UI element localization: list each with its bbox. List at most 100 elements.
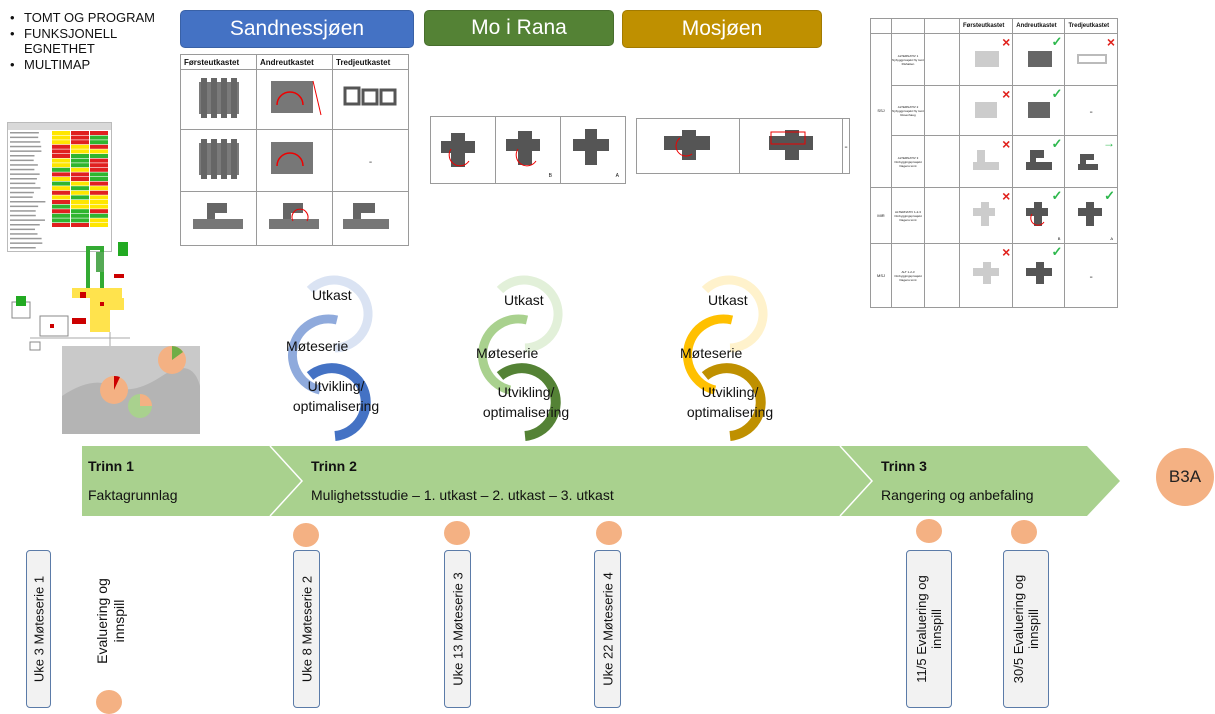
milestone-label: 30/5 Evaluering og innspill	[1011, 574, 1041, 684]
draft-cell-empty: -	[1064, 85, 1118, 136]
check-icon: ✓	[1051, 244, 1063, 259]
arrow-right-icon: →	[1103, 136, 1115, 150]
milestone-label: Uke 3 Møteserie 1	[31, 575, 46, 683]
site-header-mo-i-rana: Mo i Rana	[424, 10, 614, 46]
milestone-box: Uke 13 Møteserie 3	[444, 550, 471, 708]
draft-cell	[332, 191, 409, 246]
cycle-diagram-gold	[683, 275, 768, 441]
group-label: SSJ	[870, 33, 892, 188]
cross-icon: ×	[1002, 244, 1011, 260]
cycle-label-draft: Utkast	[708, 292, 748, 308]
mosjoen-draft-table: -	[635, 118, 850, 174]
site-header-sandnessjoen: Sandnessjøen	[180, 10, 414, 48]
blank-cell	[924, 135, 960, 188]
milestone-dot	[1011, 520, 1037, 544]
draft-cell	[256, 69, 333, 130]
col-header-first-draft: Førsteutkastet	[180, 54, 257, 70]
cycle-label-draft: Utkast	[312, 287, 352, 303]
stage-1-title: Trinn 1	[88, 458, 134, 474]
blank-cell	[924, 33, 960, 86]
stage-2-title: Trinn 2	[311, 458, 357, 474]
cycle-diagram-blue	[288, 275, 373, 441]
variant-label: A	[1110, 236, 1113, 241]
draft-cell	[332, 69, 409, 130]
milestone-label: 11/5 Evaluering og innspill	[914, 575, 944, 683]
milestone-box: Uke 8 Møteserie 2	[293, 550, 320, 708]
bullet-item: TOMT OG PROGRAM	[8, 10, 178, 26]
draft-cell	[256, 191, 333, 246]
draft-cell	[180, 191, 257, 246]
site-header-mosjoen: Mosjøen	[622, 10, 822, 48]
ranking-table: Førsteutkastet Andreutkastet Tredjeutkas…	[870, 18, 1118, 308]
cycle-label-development: Utvikling/ optimalisering	[686, 384, 774, 420]
milestone-dot	[916, 519, 942, 543]
mo-i-rana-draft-table: B A	[430, 116, 626, 184]
check-icon: ✓	[1051, 188, 1063, 203]
draft-cell: ✓B	[1012, 187, 1066, 244]
draft-cell: ×	[958, 135, 1014, 188]
cycle-label-development: Utvikling/ optimalisering	[482, 384, 570, 420]
draft-cell: ×	[958, 85, 1014, 136]
variant-label: A	[615, 173, 619, 179]
milestone-box: 11/5 Evaluering og innspill	[906, 550, 952, 708]
draft-cell-empty: -	[1064, 243, 1118, 308]
stage-1-description: Faktagrunnlag	[88, 487, 178, 503]
cycle-label-meetings: Møteserie	[286, 338, 349, 354]
draft-cell	[256, 129, 333, 192]
draft-cell	[430, 116, 496, 184]
draft-cell: ✓A	[1064, 187, 1118, 244]
variant-label: B	[1057, 236, 1061, 241]
sandnessjoen-draft-table: Førsteutkastet Andreutkastet Tredjeutkas…	[180, 54, 409, 246]
check-icon: ✓	[1051, 34, 1063, 49]
map-thumbnail	[62, 346, 200, 434]
milestone-evaluation: Evaluering og innspill	[84, 562, 138, 680]
blank-header	[924, 18, 960, 34]
alt-header	[891, 18, 925, 34]
blank-cell	[924, 243, 960, 308]
draft-cell	[739, 118, 844, 174]
cycle-label-meetings: Møteserie	[680, 345, 743, 361]
process-arrow	[82, 446, 1120, 516]
stage-3-description: Rangering og anbefaling	[881, 487, 1034, 503]
bullet-list: TOMT OG PROGRAM FUNKSJONELL EGNETHET MUL…	[8, 10, 178, 72]
draft-cell: →	[1064, 135, 1118, 188]
col-header-third-draft: Tredjeutkastet	[1064, 18, 1118, 34]
draft-cell	[180, 129, 257, 192]
alternative-label: ALTERNATIV 2 Nybyggprosjekt Ny tomt Rose…	[891, 85, 925, 136]
cross-icon: ×	[1002, 86, 1011, 102]
bullet-item: MULTIMAP	[8, 57, 178, 73]
cross-icon: ×	[1002, 136, 1011, 152]
check-icon: ✓	[1051, 86, 1063, 101]
check-icon: ✓	[1051, 136, 1063, 151]
heatmap-table-graphic	[8, 123, 111, 250]
milestone-label: Uke 22 Møteserie 4	[600, 572, 615, 686]
draft-cell: ×	[1064, 33, 1118, 86]
milestone-label: Uke 13 Møteserie 3	[450, 572, 465, 686]
cross-icon: ×	[1002, 188, 1011, 204]
floor-plan-graphic	[11, 242, 130, 354]
alternative-label: ALTERNATIV 1 Nybyggprosjekt Ny tomt Rish…	[891, 33, 925, 86]
multimap-graphic	[62, 346, 200, 434]
milestone-dot	[96, 690, 122, 714]
end-badge: B3A	[1156, 448, 1214, 506]
draft-cell: ×	[958, 187, 1014, 244]
variant-label: B	[548, 173, 552, 179]
draft-cell: ✓	[1012, 33, 1066, 86]
stage-2-description: Mulighetsstudie – 1. utkast – 2. utkast …	[311, 487, 614, 503]
col-header-second-draft: Andreutkastet	[1012, 18, 1066, 34]
milestone-box: Uke 22 Møteserie 4	[594, 550, 621, 708]
draft-cell: B	[495, 116, 561, 184]
draft-cell-empty: -	[842, 118, 850, 174]
group-label: MIR	[870, 187, 892, 244]
functional-suitability-table-thumbnail	[7, 122, 112, 252]
draft-cell: ✓	[1012, 135, 1066, 188]
draft-cell	[180, 69, 257, 130]
cycle-label-development: Utvikling/ optimalisering	[292, 378, 380, 414]
group-label: MSJ	[870, 243, 892, 308]
milestone-dot	[444, 521, 470, 545]
blank-cell	[924, 85, 960, 136]
col-header-third-draft: Tredjeutkastet	[332, 54, 409, 70]
cross-icon: ×	[1106, 34, 1115, 50]
milestone-dot	[596, 521, 622, 545]
stage-3-title: Trinn 3	[881, 458, 927, 474]
